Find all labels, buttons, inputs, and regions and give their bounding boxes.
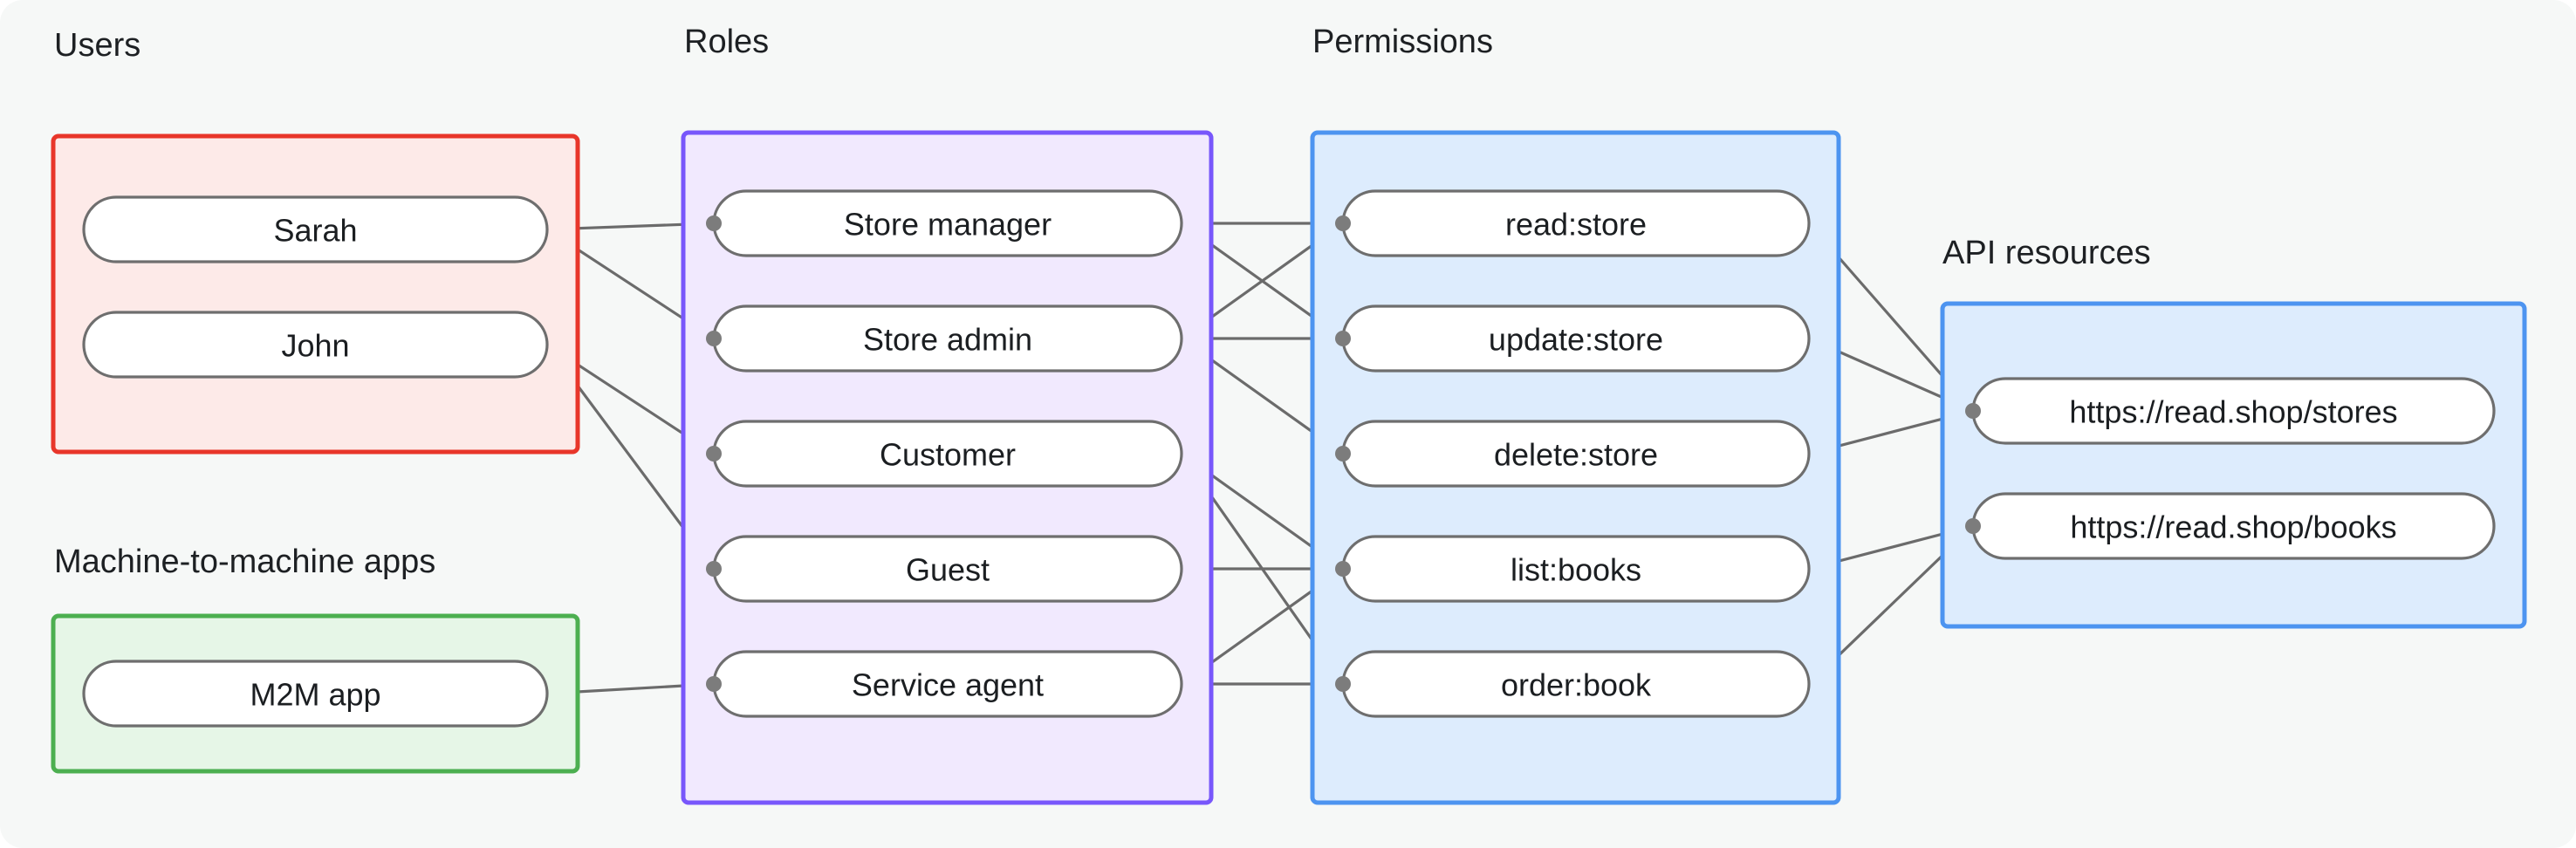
edge-endpoint [706, 676, 722, 692]
node-label-read-store: read:store [1505, 207, 1647, 243]
edge-endpoint [1335, 561, 1351, 577]
node-label-john: John [281, 328, 349, 364]
group-title-roles: Roles [684, 24, 769, 60]
group-title-api: API resources [1942, 235, 2151, 271]
node-label-delete-store: delete:store [1494, 437, 1658, 473]
node-label-guest: Guest [906, 552, 990, 588]
node-john[interactable] [82, 311, 549, 379]
node-label-store-admin: Store admin [863, 322, 1032, 358]
node-label-books-url: https://read.shop/books [2070, 509, 2396, 545]
group-box-users [51, 133, 580, 455]
node-label-m2mapp: M2M app [250, 677, 380, 713]
edge-endpoint [706, 331, 722, 346]
node-label-order-book: order:book [1501, 667, 1652, 703]
edge-endpoint [1965, 403, 1981, 419]
node-label-list-books: list:books [1511, 552, 1641, 588]
edge-endpoint [706, 215, 722, 231]
edge-endpoint [706, 561, 722, 577]
edge-endpoint [1335, 215, 1351, 231]
group-title-m2m: Machine-to-machine apps [54, 544, 435, 580]
endpoints-layer [706, 215, 1981, 692]
node-label-update-store: update:store [1489, 322, 1663, 358]
group-title-users: Users [54, 27, 140, 64]
node-m2mapp[interactable] [82, 660, 549, 728]
node-sarah[interactable] [82, 195, 549, 263]
group-box-api [1940, 301, 2527, 629]
node-label-stores-url: https://read.shop/stores [2069, 394, 2397, 430]
edge-endpoint [1335, 446, 1351, 462]
group-title-permissions: Permissions [1312, 24, 1493, 60]
edge-endpoint [1335, 676, 1351, 692]
edge-endpoint [1965, 518, 1981, 534]
edge-endpoint [706, 446, 722, 462]
node-label-store-manager: Store manager [844, 207, 1052, 243]
node-label-customer: Customer [880, 437, 1016, 473]
edge-endpoint [1335, 331, 1351, 346]
node-label-service-agent: Service agent [852, 667, 1044, 703]
node-label-sarah: Sarah [273, 213, 357, 249]
